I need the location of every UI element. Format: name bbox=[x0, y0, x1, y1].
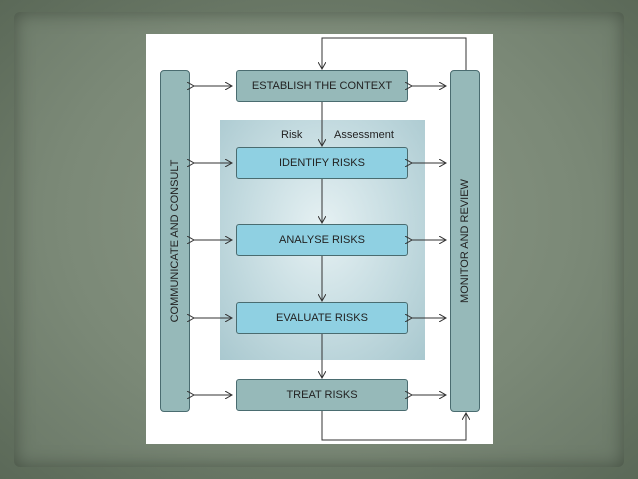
connector-arrows bbox=[146, 37, 493, 441]
risk-assessment-label-right: Assessment bbox=[334, 129, 394, 141]
risk-assessment-label-left: Risk bbox=[281, 129, 303, 141]
identify-risks-label: IDENTIFY RISKS bbox=[279, 157, 365, 169]
treat-risks-label: TREAT RISKS bbox=[286, 389, 358, 401]
communicate-and-consult-bar: COMMUNICATE AND CONSULT bbox=[160, 70, 190, 412]
risk-management-diagram: Risk Assessment COMMUNICATE AND CONSULT … bbox=[146, 34, 493, 444]
loop-top-arrow bbox=[322, 37, 467, 70]
evaluate-risks-box: EVALUATE RISKS bbox=[236, 302, 408, 334]
monitor-and-review-bar: MONITOR AND REVIEW bbox=[450, 70, 480, 412]
loop-bottom-arrow bbox=[321, 411, 466, 441]
establish-context-label: ESTABLISH THE CONTEXT bbox=[251, 80, 393, 92]
treat-risks-box: TREAT RISKS bbox=[236, 379, 408, 411]
analyse-risks-label: ANALYSE RISKS bbox=[279, 234, 365, 246]
analyse-risks-box: ANALYSE RISKS bbox=[236, 224, 408, 256]
identify-risks-box: IDENTIFY RISKS bbox=[236, 147, 408, 179]
evaluate-risks-label: EVALUATE RISKS bbox=[276, 312, 368, 324]
